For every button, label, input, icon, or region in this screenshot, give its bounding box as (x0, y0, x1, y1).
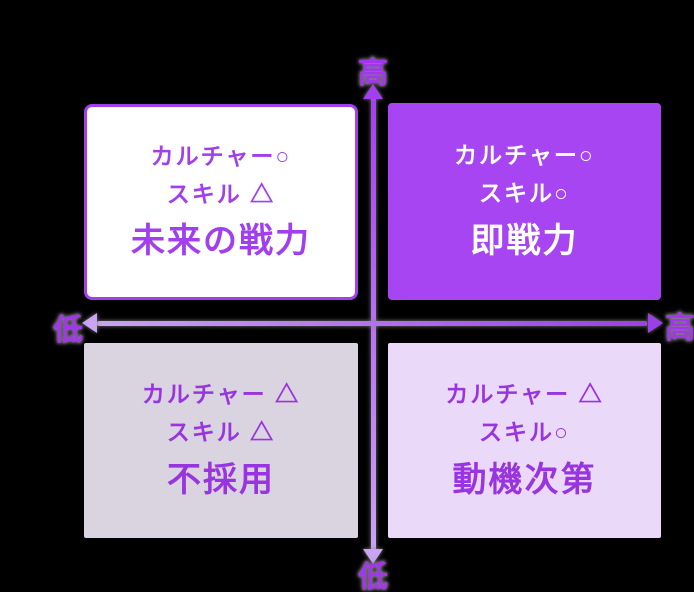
quadrant-condition-skill: スキル○ (479, 180, 570, 207)
quadrant-top-right: カルチャー○ スキル○ 即戦力 (388, 103, 661, 300)
vertical-axis-low-label: 低 (358, 561, 388, 592)
vertical-axis-high-label: 高 (358, 57, 388, 90)
quadrant-bottom-right: カルチャー △ スキル○ 動機次第 (388, 343, 661, 538)
quadrant-title: 即戦力 (470, 221, 579, 260)
quadrant-top-left: カルチャー○ スキル △ 未来の戦力 (84, 104, 358, 300)
quadrant-condition-skill: スキル △ (166, 180, 276, 207)
quadrant-bottom-left: カルチャー △ スキル △ 不採用 (84, 343, 358, 538)
quadrant-condition-culture: カルチャー○ (150, 142, 292, 169)
quadrant-title: 動機次第 (452, 460, 597, 499)
arrow-down-icon (363, 549, 383, 564)
quadrant-title: 不採用 (167, 460, 275, 499)
quadrant-condition-culture: カルチャー○ (454, 142, 595, 168)
quadrant-condition-skill: スキル △ (166, 419, 276, 446)
horizontal-axis-high-label: 高 (665, 312, 694, 345)
quadrant-condition-skill: スキル○ (479, 419, 570, 446)
horizontal-axis-low-label: 低 (53, 314, 83, 347)
quadrant-condition-culture: カルチャー △ (141, 381, 301, 407)
arrow-left-icon (82, 313, 97, 333)
quadrant-title: 未来の戦力 (131, 222, 311, 261)
horizontal-axis-line (97, 321, 647, 326)
quadrant-condition-culture: カルチャー △ (445, 381, 604, 407)
arrow-up-icon (363, 84, 383, 99)
arrow-right-icon (648, 313, 663, 333)
